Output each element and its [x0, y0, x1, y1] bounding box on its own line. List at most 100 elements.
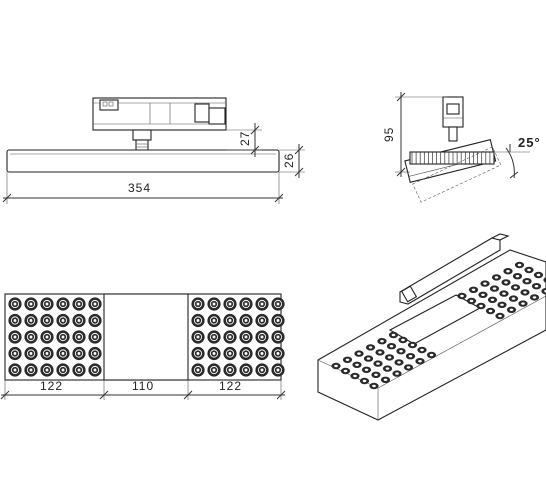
- lens-ring: [26, 365, 36, 375]
- iso-lens-core: [504, 281, 508, 284]
- luminaire-housing: [6, 149, 280, 173]
- lens-ring: [90, 316, 100, 325]
- lens-ring: [209, 349, 219, 358]
- dim-side-height: 95: [382, 127, 396, 142]
- iso-lens-core: [483, 282, 487, 285]
- iso-lens-array: [331, 261, 546, 390]
- lens-ring: [74, 332, 84, 342]
- lens-ring: [42, 316, 52, 325]
- lens-core: [93, 368, 97, 372]
- lens-core: [13, 352, 17, 355]
- lens-core: [196, 302, 200, 306]
- lens-core: [93, 319, 97, 322]
- lens-ring: [58, 299, 68, 309]
- lens-ring: [273, 316, 283, 325]
- lens-core: [196, 335, 200, 339]
- lens-ring: [257, 316, 267, 325]
- iso-lens-core: [357, 352, 361, 355]
- iso-lens-core: [494, 276, 499, 279]
- iso-lens-core: [506, 270, 510, 273]
- front-view: 27 26 354: [2, 97, 305, 204]
- heatsink-fins-top: [411, 152, 491, 164]
- lens-ring: [42, 349, 52, 358]
- lens-core: [13, 368, 17, 372]
- lens-core: [212, 302, 216, 306]
- lens-ring: [209, 299, 219, 309]
- iso-lens: [543, 277, 546, 283]
- lens-core: [13, 335, 17, 339]
- dim-adapter-height: 27: [238, 131, 252, 146]
- iso-lens-core: [536, 273, 541, 277]
- lens-ring: [241, 316, 251, 325]
- lens-core: [196, 352, 200, 355]
- lens-core: [244, 368, 248, 372]
- lens-core: [260, 319, 264, 322]
- lens-core: [45, 335, 49, 339]
- lens-ring: [273, 365, 283, 375]
- lens-core: [77, 335, 81, 339]
- iso-lens-core: [534, 285, 539, 288]
- iso-lens-core: [343, 369, 348, 373]
- dim-right-section: 122: [219, 379, 242, 393]
- lens-core: [29, 352, 33, 355]
- lens-ring: [26, 299, 36, 309]
- lens-ring: [42, 365, 52, 375]
- lens-core: [13, 319, 17, 322]
- lens-ring: [225, 332, 235, 342]
- iso-lens-core: [492, 287, 497, 290]
- lens-core: [45, 368, 49, 372]
- lens-core: [61, 368, 65, 372]
- iso-lens-core: [523, 291, 527, 294]
- lens-ring: [42, 332, 52, 342]
- lens-core: [276, 368, 280, 372]
- lens-ring: [10, 332, 20, 342]
- lens-core: [61, 302, 65, 306]
- lens-ring: [257, 299, 267, 309]
- lens-core: [61, 352, 65, 355]
- dim-body-height: 26: [282, 153, 296, 168]
- lens-ring: [26, 349, 36, 358]
- lens-ring: [58, 316, 68, 325]
- lens-core: [260, 368, 264, 372]
- lens-ring: [10, 349, 20, 358]
- lens-ring: [74, 316, 84, 325]
- lens-core: [260, 352, 264, 355]
- lens-core: [77, 352, 81, 355]
- iso-lens-core: [509, 308, 514, 311]
- lens-ring: [193, 316, 203, 325]
- iso-lens-core: [385, 367, 390, 370]
- iso-lens-core: [515, 275, 520, 278]
- isometric-view: [317, 233, 546, 421]
- lens-ring: [58, 332, 68, 342]
- lens-ring: [209, 365, 219, 375]
- iso-lens-core: [374, 373, 378, 376]
- lens-core: [196, 368, 200, 372]
- lens-core: [29, 319, 33, 322]
- iso-lens-core: [525, 280, 529, 283]
- iso-lens-core: [389, 345, 394, 348]
- lens-ring: [257, 349, 267, 358]
- iso-lens-core: [500, 303, 504, 306]
- iso-lens-core: [378, 351, 382, 354]
- iso-lens-core: [355, 363, 359, 366]
- iso-lens-core: [513, 286, 518, 289]
- iso-lens-core: [429, 353, 434, 357]
- mounting-stem: [132, 129, 152, 141]
- iso-lens-core: [532, 296, 537, 299]
- lens-core: [196, 319, 200, 322]
- iso-lens-core: [380, 340, 384, 343]
- lens-array-left: [8, 297, 102, 377]
- lens-ring: [90, 332, 100, 342]
- lens-core: [93, 335, 97, 339]
- lens-ring: [90, 299, 100, 309]
- lens-ring: [193, 349, 203, 358]
- lens-ring: [225, 316, 235, 325]
- lens-ring: [10, 316, 20, 325]
- iso-lens-core: [334, 364, 338, 368]
- lens-ring: [225, 299, 235, 309]
- lens-core: [228, 352, 232, 355]
- iso-lens-core: [479, 304, 483, 308]
- lens-ring: [10, 299, 20, 309]
- lens-ring: [225, 365, 235, 375]
- iso-lens-core: [397, 361, 401, 364]
